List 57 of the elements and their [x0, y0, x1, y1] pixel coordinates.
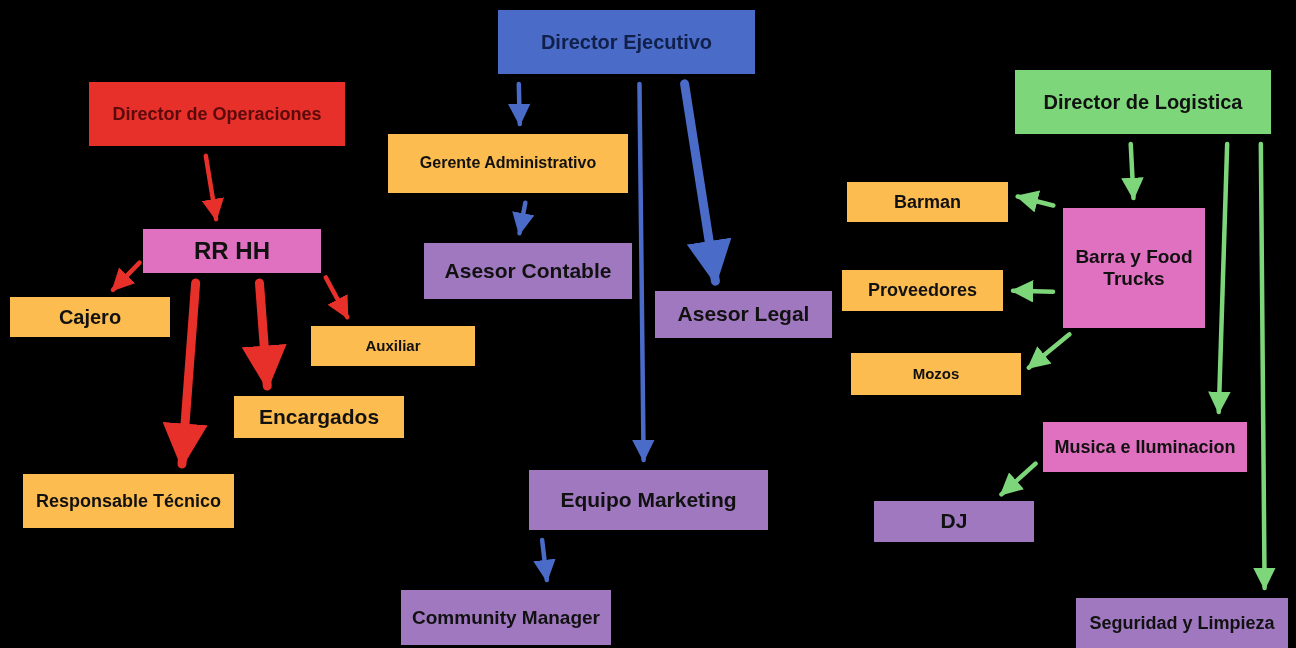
- org-box: [529, 470, 768, 530]
- org-box: [89, 82, 345, 146]
- node-label: RR HH: [194, 237, 270, 265]
- org-box: [874, 501, 1034, 542]
- node-label: Asesor Legal: [677, 302, 810, 327]
- org-box: [842, 270, 1003, 311]
- arrow: [680, 79, 732, 286]
- arrow: [999, 461, 1038, 497]
- node-label: Asesor Contable: [444, 258, 612, 284]
- org-box: [23, 474, 234, 528]
- arrow: [110, 260, 142, 293]
- arrow: [1010, 280, 1056, 303]
- org-box: [1015, 70, 1271, 134]
- arrow: [512, 200, 535, 236]
- arrow: [1253, 141, 1276, 591]
- arrow: [162, 278, 208, 469]
- org-box: [424, 243, 632, 299]
- org-box: [1076, 598, 1288, 648]
- arrow: [533, 537, 556, 583]
- node-label: Director de Logistica: [1043, 90, 1243, 114]
- org-box: [234, 396, 404, 438]
- node-label: Auxiliar: [365, 337, 421, 355]
- node-label: DJ: [940, 509, 968, 534]
- node-label: Encargados: [258, 404, 380, 430]
- org-box: [1063, 208, 1205, 328]
- node-label: Director de Operaciones: [112, 103, 322, 125]
- node-label: Responsable Técnico: [35, 490, 222, 512]
- node-label: Proveedores: [867, 280, 978, 301]
- org-box: [498, 10, 755, 74]
- arrow: [201, 153, 224, 222]
- arrow: [323, 275, 350, 320]
- org-box: [401, 590, 611, 645]
- arrow: [1208, 141, 1231, 415]
- node-label: Musica e Iluminacion: [1054, 436, 1236, 458]
- org-box: [143, 229, 321, 273]
- node-label: Barman: [894, 191, 961, 213]
- arrow: [508, 81, 531, 127]
- node-label: Equipo Marketing: [560, 487, 737, 513]
- arrow: [632, 81, 655, 463]
- node-label: Community Manager: [412, 606, 600, 629]
- node-label: Seguridad y Limpieza: [1089, 612, 1275, 634]
- org-box: [851, 353, 1021, 395]
- org-box: [1043, 422, 1247, 472]
- org-box: [847, 182, 1008, 222]
- arrow: [241, 278, 287, 391]
- node-label: Director Ejecutivo: [540, 30, 713, 54]
- org-box: [311, 326, 475, 366]
- arrow: [1121, 141, 1144, 201]
- node-label: Cajero: [58, 305, 122, 329]
- node-label: Mozos: [912, 365, 960, 383]
- org-box: [655, 291, 832, 338]
- org-box: [388, 134, 628, 193]
- org-box: [10, 297, 170, 337]
- arrow: [1026, 332, 1072, 370]
- arrow: [1015, 190, 1056, 213]
- node-label: Barra y Food Trucks: [1074, 246, 1194, 290]
- node-label: Gerente Administrativo: [419, 154, 597, 173]
